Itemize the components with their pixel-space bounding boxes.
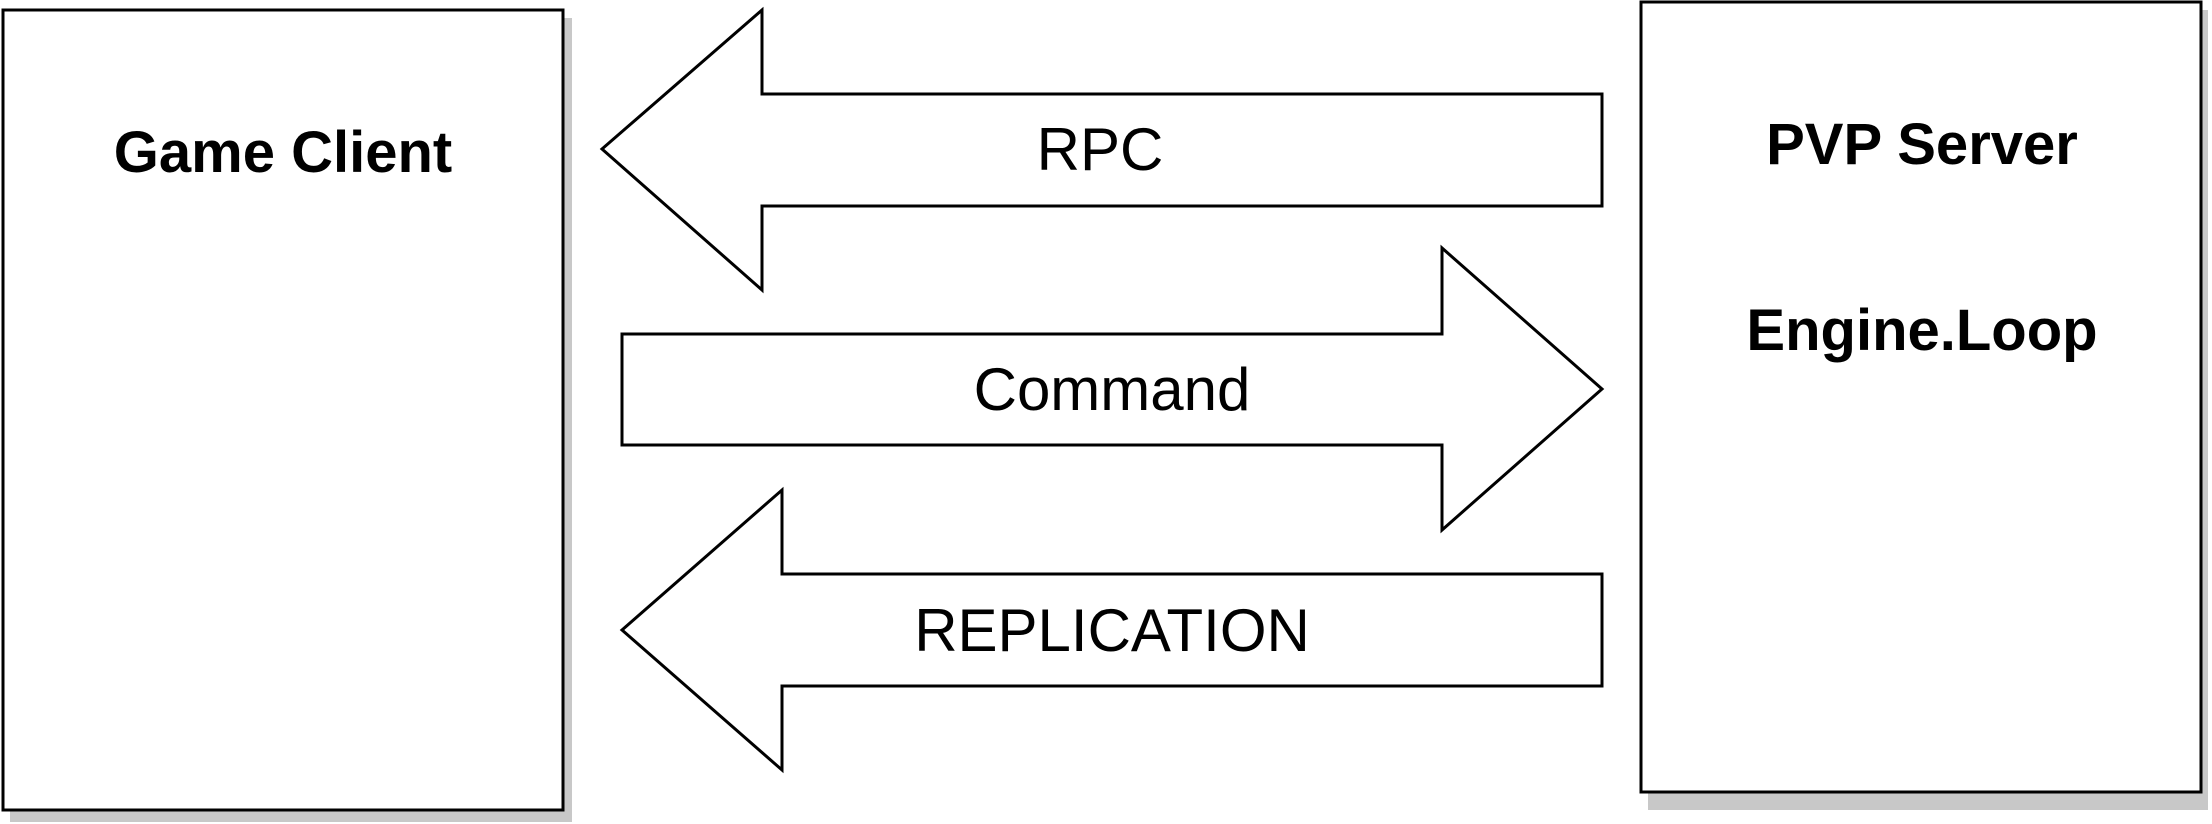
game-client-box	[1, 8, 565, 812]
game-client-node: Game Client	[1, 8, 572, 822]
pvp-server-title: PVP Server	[1766, 112, 2078, 177]
command-arrow: Command	[620, 244, 1605, 534]
game-client-title: Game Client	[114, 120, 452, 185]
replication-arrow-shape	[619, 486, 1604, 774]
replication-arrow-label: REPLICATION	[914, 597, 1310, 664]
pvp-server-subtitle: Engine.Loop	[1746, 298, 2097, 363]
rpc-arrow: RPC	[599, 6, 1604, 294]
rpc-arrow-label: RPC	[1037, 116, 1164, 183]
command-arrow-shape	[620, 244, 1605, 534]
command-arrow-label: Command	[974, 356, 1251, 423]
rpc-arrow-shape	[599, 6, 1604, 294]
pvp-server-box	[1639, 0, 2203, 794]
pvp-server-node: PVP Server Engine.Loop	[1639, 0, 2208, 810]
replication-arrow: REPLICATION	[619, 486, 1604, 774]
